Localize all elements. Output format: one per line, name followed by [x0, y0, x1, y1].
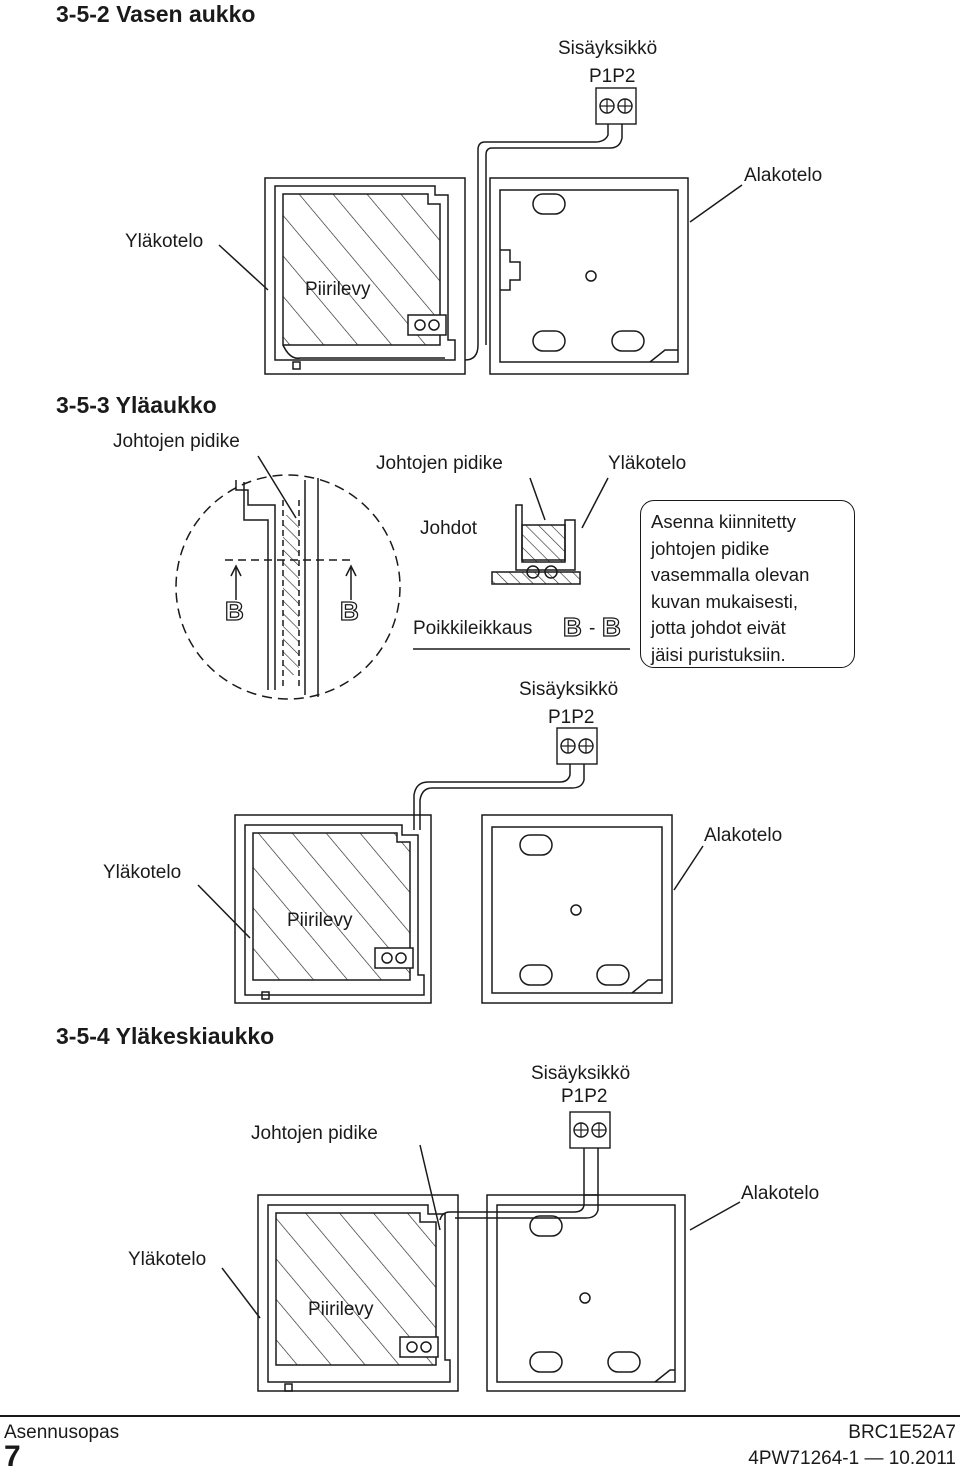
- terminal-block-352: [595, 87, 637, 125]
- label-p1p2-354: P1P2: [561, 1086, 608, 1107]
- label-section-a: B: [562, 612, 582, 642]
- note-line: jäisi puristuksiin.: [651, 643, 786, 665]
- label-p1p2-352: P1P2: [589, 66, 636, 87]
- label-wire-holder-353b: Johtojen pidike: [376, 453, 503, 474]
- footer-model: BRC1E52A7: [848, 1422, 956, 1443]
- note-line: vasemmalla olevan: [651, 564, 810, 585]
- footer-page-number: 7: [4, 1440, 21, 1473]
- upper-case-drawing-353: [234, 814, 432, 1004]
- label-cross-section: Poikkileikkaus: [413, 618, 533, 639]
- label-indoor-unit-354: Sisäyksikkö: [531, 1063, 631, 1084]
- label-wires: Johdot: [420, 518, 478, 539]
- lower-case-drawing-353: [481, 814, 704, 1004]
- terminal-block-353: [556, 727, 598, 765]
- label-lower-case-352: Alakotelo: [744, 165, 823, 186]
- note-line: johtojen pidike: [651, 537, 770, 559]
- footer-rule: [0, 1415, 960, 1417]
- label-wire-holder-354: Johtojen pidike: [251, 1123, 378, 1144]
- label-p1p2-353: P1P2: [548, 707, 595, 728]
- terminal-block-354: [569, 1111, 611, 1149]
- mark-b-left: B: [224, 596, 244, 626]
- note-box: Asenna kiinnitetty johtojen pidike vasem…: [640, 500, 855, 668]
- cross-section-drawing: [413, 477, 630, 650]
- upper-case-drawing-354: [257, 1194, 459, 1392]
- label-section-dash: -: [589, 618, 596, 639]
- label-pcb-352: Piirilevy: [305, 279, 371, 300]
- footer-manual: Asennusopas: [4, 1422, 120, 1443]
- label-lower-case-354: Alakotelo: [741, 1183, 820, 1204]
- section-title-353: 3-5-3 Yläaukko: [56, 392, 217, 418]
- note-line: kuvan mukaisesti,: [651, 590, 799, 612]
- label-upper-case-353a: Yläkotelo: [608, 453, 687, 474]
- detail-circle-353: [175, 455, 401, 700]
- label-upper-case-354: Yläkotelo: [128, 1249, 207, 1270]
- label-indoor-unit-352: Sisäyksikkö: [558, 38, 658, 59]
- lower-case-drawing-352: [464, 122, 689, 375]
- label-upper-case-352: Yläkotelo: [125, 231, 204, 252]
- label-lower-case-353: Alakotelo: [704, 825, 783, 846]
- label-pcb-353: Piirilevy: [287, 910, 353, 931]
- upper-case-drawing-352: [264, 177, 466, 375]
- note-line: jotta johdot eivät: [651, 617, 786, 638]
- lower-case-drawing-354: [486, 1194, 741, 1392]
- label-section-b: B: [601, 612, 621, 642]
- label-pcb-354: Piirilevy: [308, 1299, 374, 1320]
- note-line: Asenna kiinnitetty: [651, 511, 797, 532]
- mark-b-right: B: [339, 596, 359, 626]
- label-wire-holder-353a: Johtojen pidike: [113, 431, 240, 452]
- label-upper-case-353b: Yläkotelo: [103, 862, 182, 883]
- section-title-352: 3-5-2 Vasen aukko: [56, 1, 256, 27]
- label-indoor-unit-353: Sisäyksikkö: [519, 679, 619, 700]
- section-title-354: 3-5-4 Yläkeskiaukko: [56, 1023, 275, 1049]
- footer-docnum: 4PW71264-1 — 10.2011: [748, 1448, 956, 1469]
